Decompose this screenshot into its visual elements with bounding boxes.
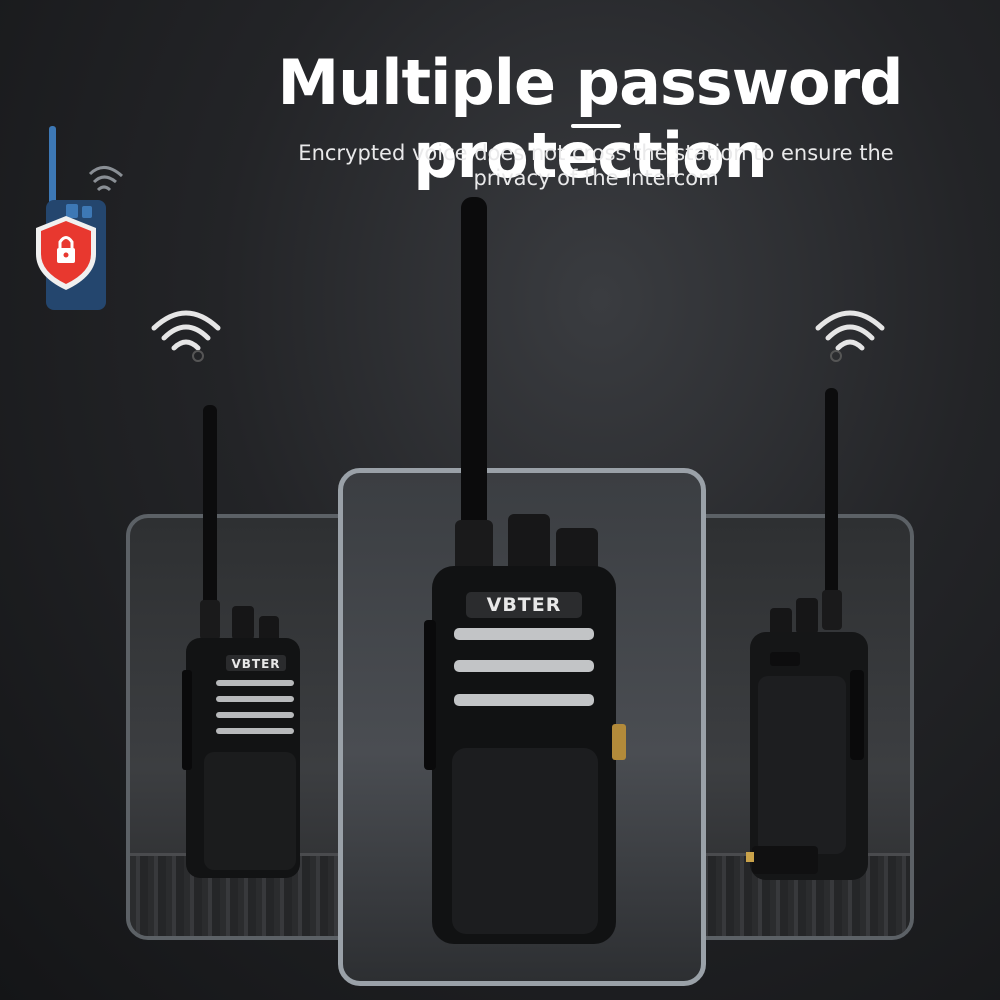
walkie-talkie-lock-icon bbox=[30, 120, 130, 319]
subtitle-line-2: privacy of the intercom bbox=[473, 166, 719, 190]
subtitle-line-1: Encrypted voice does not cross the stati… bbox=[298, 141, 894, 165]
wifi-signal-icon bbox=[812, 298, 888, 368]
subtitle: Encrypted voice does not cross the stati… bbox=[246, 141, 946, 191]
brand-logo: VBTER bbox=[231, 657, 280, 671]
wifi-signal-icon bbox=[148, 298, 224, 368]
headline: Multiple password protection bbox=[277, 46, 903, 192]
title-underline bbox=[571, 124, 621, 128]
brand-logo: VBTER bbox=[487, 594, 562, 616]
